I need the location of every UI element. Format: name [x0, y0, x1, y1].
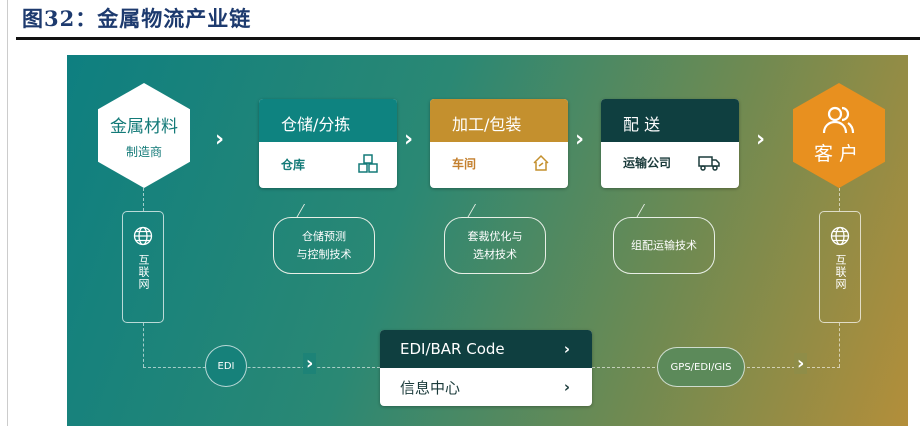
- globe-icon: [830, 226, 850, 246]
- connector-line: [143, 367, 380, 368]
- chevron-right-icon: ›: [563, 378, 570, 396]
- internet-tag-left: 互联网: [122, 211, 164, 323]
- flow-arrow: ›: [794, 353, 808, 374]
- source-node-sublabel: 制造商: [125, 144, 162, 159]
- figure-title: 图32：金属物流产业链: [22, 6, 252, 31]
- internet-label: 互联网: [834, 254, 847, 290]
- truck-icon: [698, 155, 720, 171]
- house-icon: [533, 154, 549, 171]
- info-row-label: 信息中心: [400, 378, 461, 397]
- flow-arrow: ›: [756, 127, 766, 152]
- source-node: 金属材料 制造商: [98, 83, 190, 188]
- stage-processing: 加工/包装 车间: [430, 99, 568, 188]
- bubble-line: 组配运输技术: [631, 238, 697, 252]
- stage-header: 配 送: [601, 99, 739, 142]
- stage-body-label: 车间: [452, 156, 477, 171]
- flow-arrow: ›: [404, 127, 414, 152]
- bubble-line: 仓储预测: [302, 229, 346, 243]
- flow-arrow: ›: [215, 127, 225, 152]
- info-row-label: EDI/BAR Code: [400, 340, 505, 358]
- info-row-edi: EDI/BAR Code ›: [380, 330, 592, 368]
- bubble-line: 选材技术: [473, 247, 517, 261]
- stage-warehouse: 仓储/分拣 仓库: [259, 99, 397, 188]
- gps-channel: GPS/EDI/GIS: [657, 347, 745, 387]
- edi-channel: EDI: [205, 345, 247, 387]
- bubble-line: 套裁优化与: [467, 229, 523, 243]
- stage-delivery: 配 送 运输公司: [601, 99, 739, 188]
- stage-header: 加工/包装: [430, 99, 568, 142]
- info-center-box: EDI/BAR Code › 信息中心 ›: [380, 330, 592, 406]
- flow-arrow: ›: [575, 127, 585, 152]
- connector-line: [143, 188, 144, 211]
- source-node-label: 金属材料: [110, 116, 178, 137]
- stage-header: 仓储/分拣: [259, 99, 397, 142]
- globe-icon: [133, 226, 153, 246]
- stage-body-label: 运输公司: [623, 156, 672, 170]
- flow-arrow: ›: [303, 353, 317, 374]
- stage-body-label: 仓库: [281, 157, 306, 172]
- tech-bubble: 套裁优化与选材技术: [444, 217, 546, 274]
- chevron-right-icon: ›: [563, 340, 570, 358]
- title-rule: [16, 37, 920, 40]
- left-border-line: [7, 0, 8, 426]
- bubble-line: 与控制技术: [296, 247, 352, 261]
- internet-label: 互联网: [137, 254, 150, 290]
- users-icon: [822, 106, 855, 134]
- target-node: 客户: [793, 83, 885, 188]
- target-node-label: 客户: [813, 143, 864, 165]
- internet-tag-right: 互联网: [819, 211, 861, 323]
- tech-bubble: 仓储预测与控制技术: [273, 217, 375, 274]
- connector-line: [839, 188, 840, 211]
- tech-bubble: 组配运输技术: [613, 217, 715, 274]
- connector-line: [143, 323, 144, 367]
- info-row-center: 信息中心 ›: [380, 368, 592, 406]
- cubes-icon: [358, 154, 378, 173]
- supply-chain-diagram: 金属材料 制造商 客户 › › › › 仓储/分拣 仓库 加工/包装 车间 配 …: [67, 55, 908, 426]
- connector-line: [839, 323, 840, 367]
